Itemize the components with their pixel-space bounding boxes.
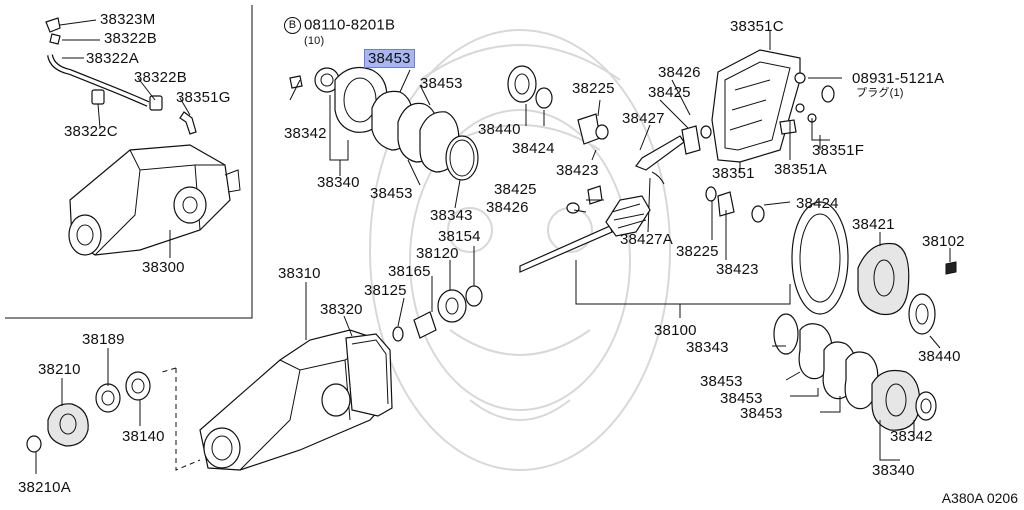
part-label-38343-upper[interactable]: 38343: [430, 207, 473, 224]
part-label-38225-lower[interactable]: 38225: [676, 243, 719, 260]
part-label-38424-upper[interactable]: 38424: [512, 140, 555, 157]
side-gear-group-right: [705, 186, 765, 223]
ring-gear-and-case: [791, 201, 957, 335]
drive-pinion: [519, 195, 651, 273]
part-label-38323M[interactable]: 38323M: [100, 11, 156, 28]
pinion-bearing-group: [507, 65, 712, 214]
figure-code: A380A 0206: [941, 490, 1018, 506]
part-label-38427A[interactable]: 38427A: [620, 231, 673, 248]
part-label-38125[interactable]: 38125: [364, 282, 407, 299]
companion-flange-group: [26, 371, 151, 453]
part-label-38120[interactable]: 38120: [416, 245, 459, 262]
part-label-38423-upper[interactable]: 38423: [556, 162, 599, 179]
part-label-38453-lower-2[interactable]: 38453: [720, 390, 763, 407]
part-label-38453-mid[interactable]: 38453: [370, 185, 413, 202]
part-label-38322B-inset-right[interactable]: 38322B: [134, 69, 187, 86]
front-pinion-parts: [392, 285, 483, 342]
part-label-38351C[interactable]: 38351C: [730, 18, 784, 35]
part-label-38453-upper[interactable]: 38453: [420, 75, 463, 92]
side-retainer-right: [773, 313, 937, 431]
part-label-38340-lower[interactable]: 38340: [872, 462, 915, 479]
breather-hose-assembly: [45, 17, 197, 135]
part-label-38310[interactable]: 38310: [278, 265, 321, 282]
part-label-38342-lower[interactable]: 38342: [890, 428, 933, 445]
part-label-38225-upper[interactable]: 38225: [572, 80, 615, 97]
part-label-38453-lower-1[interactable]: 38453: [700, 373, 743, 390]
part-label-38424-lower[interactable]: 38424: [796, 195, 839, 212]
part-label-38340-upper[interactable]: 38340: [317, 174, 360, 191]
part-label-38453-highlighted[interactable]: 38453: [364, 49, 415, 68]
plug-part-number[interactable]: 08931-5121A: [852, 70, 945, 87]
gear-carrier-housing: [199, 329, 393, 471]
part-label-38421[interactable]: 38421: [852, 216, 895, 233]
part-label-38189[interactable]: 38189: [82, 331, 125, 348]
rear-cover: [711, 49, 835, 163]
part-label-38322B-inset-top[interactable]: 38322B: [104, 30, 157, 47]
part-label-38423-lower[interactable]: 38423: [716, 261, 759, 278]
part-label-38165[interactable]: 38165: [388, 263, 431, 280]
part-label-38425-lower[interactable]: 38425: [494, 181, 537, 198]
inset-frame: [5, 5, 253, 319]
part-label-38453-lower-3[interactable]: 38453: [740, 405, 783, 422]
part-label-38210A[interactable]: 38210A: [18, 479, 71, 496]
part-label-38425-upper[interactable]: 38425: [648, 84, 691, 101]
side-bearing-upper-left: [289, 67, 479, 181]
differential-assembly-small: [68, 144, 241, 256]
part-label-38351G[interactable]: 38351G: [176, 89, 231, 106]
watermark-emblem: [369, 29, 671, 471]
part-label-38300[interactable]: 38300: [142, 259, 185, 276]
part-label-38342-upper[interactable]: 38342: [284, 125, 327, 142]
part-label-38426-upper[interactable]: 38426: [658, 64, 701, 81]
plug-description: プラグ(1): [856, 87, 904, 99]
part-label-38102[interactable]: 38102: [922, 233, 965, 250]
part-label-38322A[interactable]: 38322A: [86, 50, 139, 67]
part-label-38426-lower[interactable]: 38426: [486, 199, 529, 216]
bolt-quantity: (10): [304, 35, 325, 47]
part-label-38440-lower[interactable]: 38440: [918, 348, 961, 365]
part-label-38320[interactable]: 38320: [320, 301, 363, 318]
part-label-38351[interactable]: 38351: [712, 165, 755, 182]
part-label-38351F[interactable]: 38351F: [812, 142, 865, 159]
part-label-38100[interactable]: 38100: [654, 322, 697, 339]
part-label-38351A[interactable]: 38351A: [774, 161, 827, 178]
part-label-38322C[interactable]: 38322C: [64, 123, 118, 140]
part-label-38154[interactable]: 38154: [438, 228, 481, 245]
part-label-38440-upper[interactable]: 38440: [478, 121, 521, 138]
part-label-38427[interactable]: 38427: [622, 110, 665, 127]
bolt-part-number: 08110-8201B: [304, 16, 396, 34]
part-label-38140[interactable]: 38140: [122, 428, 165, 445]
bolt-reference-circle: B: [284, 17, 301, 34]
part-label-38343-lower[interactable]: 38343: [686, 339, 729, 356]
part-label-38210[interactable]: 38210: [38, 361, 81, 378]
